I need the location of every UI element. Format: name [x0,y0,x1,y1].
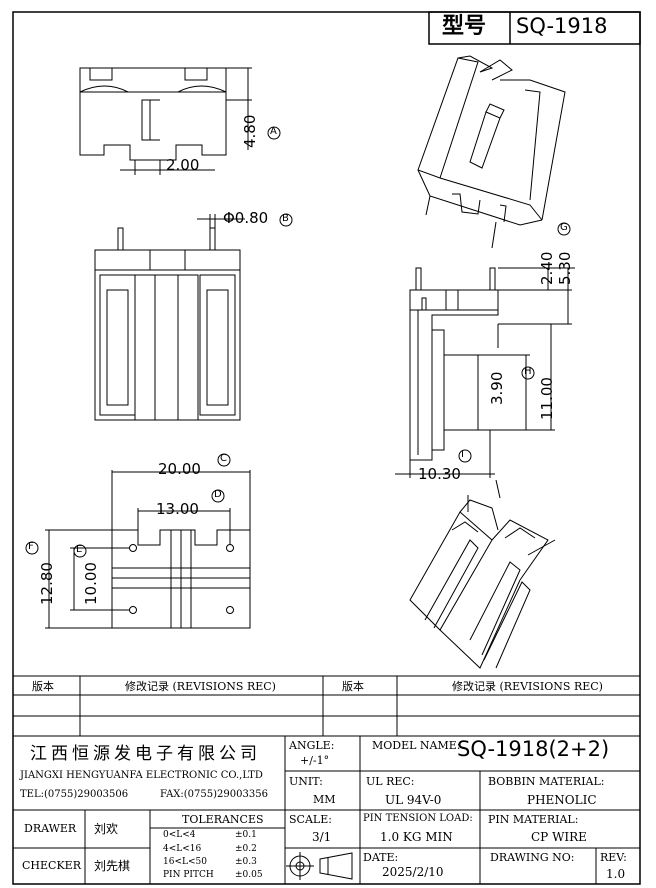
type-label: 型号 [442,14,487,39]
bottom-view [45,470,251,629]
iso-view-top [417,55,566,249]
tolerance-value-3: ±0.3 [235,857,257,867]
tolerance-range-4: PIN PITCH [163,870,214,880]
tolerance-range-3: 16<L<50 [163,857,207,867]
checker-label: CHECKER [22,859,81,872]
tolerances-label: TOLERANCES [182,813,264,826]
scale-label: SCALE: [289,813,332,826]
ul-value: UL 94V-0 [385,793,442,807]
marker-e: E [76,544,83,555]
drawing-no-label: DRAWING NO: [490,851,575,864]
side-view [395,267,575,478]
model-name: SQ-1918(2+2) [457,737,610,761]
marker-i: I [461,449,464,460]
date-label: DATE: [363,851,399,864]
top-view [79,67,252,175]
pin-material-value: CP WIRE [531,830,587,844]
checker-name: 刘先棋 [94,859,131,873]
dim-height-bottom: 12.80 [38,562,56,605]
ul-label: UL REC: [366,775,415,788]
dim-pin-diameter: Φ0.80 [223,209,269,227]
dim-side-height: 11.00 [538,377,556,420]
company-fax: FAX:(0755)29003356 [160,789,268,800]
front-view [94,214,245,421]
bobbin-label: BOBBIN MATERIAL: [488,775,605,788]
bobbin-value: PHENOLIC [527,793,597,807]
marker-d: D [214,489,222,500]
dim-pin-len-short: 2.40 [538,251,556,285]
marker-f: F [28,541,34,552]
iso-view-bottom [409,479,556,669]
title-block-lines [13,675,640,884]
dim-width-overall: 20.00 [158,460,201,478]
dim-pin-len-long: 5.30 [556,251,574,285]
drawer-label: DRAWER [24,822,77,835]
marker-b: B [282,213,289,224]
dim-height-top: 4.80 [241,114,259,148]
revision-version-header-1: 版本 [32,680,54,693]
tolerance-value-2: ±0.2 [235,844,257,854]
company-name-cn: 江西恒源发电子有限公司 [30,744,261,764]
unit-value: MM [313,793,336,806]
revision-record-header-1: 修改记录 (REVISIONS REC) [125,680,276,693]
drawer-name: 刘欢 [94,822,119,836]
angle-label: ANGLE: [289,739,335,752]
company-tel: TEL:(0755)29003506 [20,789,129,800]
rev-label: REV: [600,851,627,864]
tolerance-value-1: ±0.1 [235,830,257,840]
tolerance-range-2: 4<L<16 [163,844,202,854]
unit-label: UNIT: [289,775,323,788]
model-code: SQ-1918 [516,14,608,38]
dim-core-height: 3.90 [488,371,506,405]
pin-tension-value: 1.0 KG MIN [380,830,453,844]
company-name-en: JIANGXI HENGYUANFA ELECTRONIC CO.,LTD [20,770,263,781]
date-value: 2025/2/10 [382,865,444,879]
marker-circles [25,126,571,558]
revision-version-header-2: 版本 [342,680,364,693]
marker-c: C [220,453,227,464]
tolerance-range-1: 0<L<4 [163,830,196,840]
marker-a: A [270,126,277,137]
dim-pitch-pins: 13.00 [156,500,199,518]
pin-material-label: PIN MATERIAL: [488,813,579,826]
rev-value: 1.0 [606,867,626,881]
angle-value: +/-1° [300,754,330,767]
revision-record-header-2: 修改记录 (REVISIONS REC) [452,680,603,693]
pin-tension-label: PIN TENSION LOAD: [363,813,473,824]
model-name-label: MODEL NAME: [372,739,461,752]
scale-value: 3/1 [312,830,332,844]
dim-height-inner: 10.00 [82,562,100,605]
dim-pitch-top: 2.00 [166,156,200,174]
dim-side-width: 10.30 [418,465,461,483]
tolerance-value-4: ±0.05 [235,870,263,880]
marker-h: H [524,366,532,377]
marker-g: G [560,222,568,233]
